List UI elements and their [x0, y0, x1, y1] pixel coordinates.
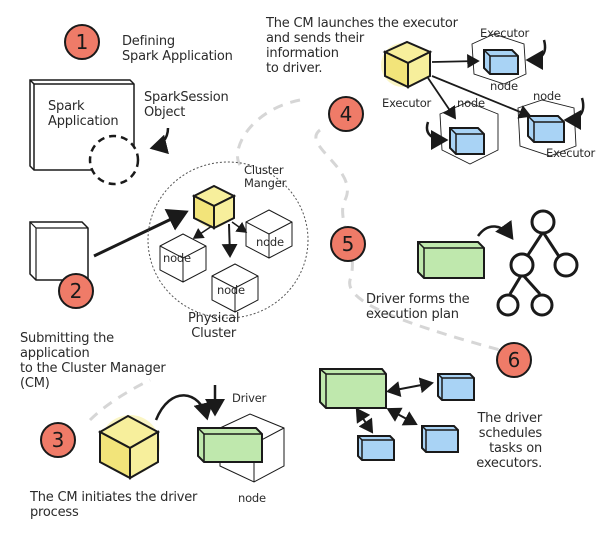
node-cube — [439, 101, 499, 165]
driver-label: Driver — [232, 391, 267, 405]
label-line: Cluster — [244, 163, 284, 177]
cluster-manager-cube — [191, 184, 237, 230]
label-line: SparkSession — [144, 90, 229, 105]
label-line: Object — [144, 105, 186, 120]
physical-cluster-circle — [147, 161, 309, 319]
step-badge-2: 2 — [58, 273, 94, 309]
node-cube — [159, 233, 207, 283]
spark-application-label: Spark Application — [48, 99, 119, 129]
step-badge-4: 4 — [328, 96, 364, 132]
label-line: Application — [48, 114, 119, 129]
label-line: to driver. — [266, 61, 323, 76]
node-label: node — [533, 89, 561, 103]
label-line: application — [20, 346, 90, 361]
executor-cube — [527, 115, 565, 143]
label-line: (CM) — [20, 376, 50, 391]
arrow-icon — [149, 127, 170, 155]
step2-label: Submitting the application to the Cluste… — [20, 331, 166, 391]
step-badge-1: 1 — [64, 24, 100, 60]
label-line: and sends their — [266, 31, 365, 46]
node-cube — [211, 263, 259, 313]
label-line: tasks on — [489, 441, 542, 456]
step1-label: Defining Spark Application — [122, 34, 233, 64]
driver-box — [319, 368, 387, 409]
label-line: information — [266, 46, 339, 61]
cluster-manager-cube — [97, 414, 161, 480]
sparksession-label: SparkSession Object — [144, 90, 229, 120]
label-line: Cluster — [191, 326, 237, 341]
label-line: Spark Application — [122, 49, 233, 64]
node-cube — [245, 209, 293, 259]
cluster-manager-cube — [381, 40, 433, 89]
driver-box — [417, 241, 485, 279]
label-line: Submitting the — [20, 331, 114, 346]
label-line: The driver — [477, 411, 542, 426]
label-line: process — [30, 505, 79, 520]
label-line: The CM initiates the driver — [30, 490, 198, 505]
label-line: schedules — [478, 426, 542, 441]
step-badge-5: 5 — [330, 226, 366, 262]
node-cube — [471, 33, 527, 85]
label-line: Driver forms the — [366, 292, 470, 307]
cluster-manager-label: Cluster Manger — [244, 164, 286, 190]
label-line: Defining — [122, 34, 175, 49]
node-label: node — [163, 251, 191, 265]
step4-label: The CM launches the executor and sends t… — [266, 16, 458, 76]
executor-label: Executor — [480, 26, 530, 40]
label-line: Manger — [244, 176, 287, 190]
executor-cube — [437, 373, 475, 401]
node-label: node — [490, 79, 518, 93]
step3-label: The CM initiates the driver process — [30, 490, 197, 520]
step-badge-6: 6 — [496, 342, 532, 378]
executor-label: Executor — [382, 96, 432, 110]
executor-label: Executor — [546, 146, 596, 160]
node-cube — [517, 99, 577, 157]
launch-driver-arrow — [154, 394, 214, 421]
execution-plan-tree — [496, 209, 579, 317]
arrow-icon — [476, 219, 514, 241]
step6-label: The driver schedules tasks on executors. — [468, 411, 542, 471]
sparksession-circle — [88, 134, 140, 186]
flow-path — [88, 378, 151, 422]
physical-cluster-label: Physical Cluster — [188, 311, 239, 341]
node-label: node — [457, 96, 485, 110]
label-line: executors. — [476, 456, 542, 471]
submit-arrow — [93, 208, 189, 258]
label-line: Spark — [48, 99, 85, 114]
application-box — [29, 221, 89, 281]
executor-cube — [449, 127, 485, 155]
label-line: to the Cluster Manager — [20, 361, 166, 376]
executor-cube — [483, 49, 519, 75]
driver-box — [197, 427, 263, 463]
step-badge-3: 3 — [40, 422, 76, 458]
flow-path — [236, 98, 301, 166]
node-label: node — [256, 235, 284, 249]
node-label: node — [238, 491, 266, 505]
executor-cube — [357, 435, 395, 461]
label-line: The CM launches the executor — [266, 16, 458, 31]
executor-cube — [421, 425, 459, 453]
label-line: execution plan — [366, 307, 459, 322]
label-line: Physical — [188, 311, 240, 326]
step5-label: Driver forms the execution plan — [366, 292, 470, 322]
node-label: node — [217, 283, 245, 297]
